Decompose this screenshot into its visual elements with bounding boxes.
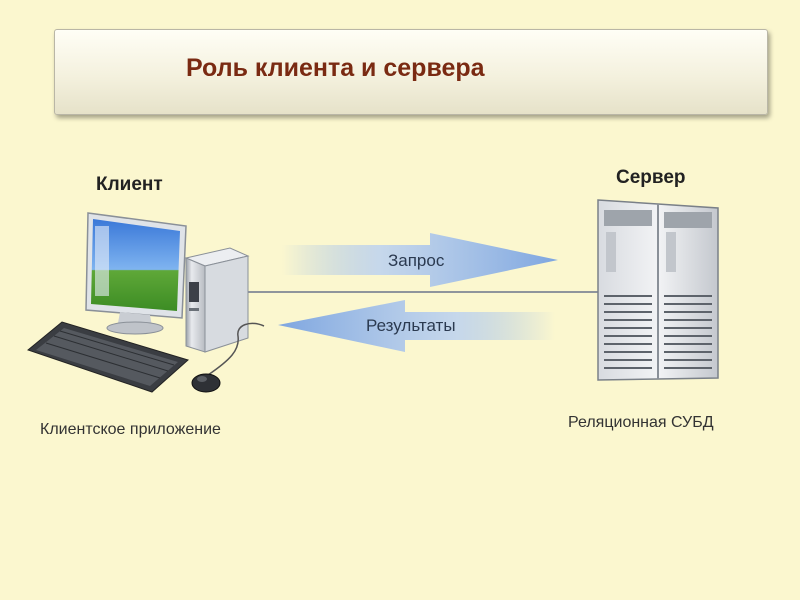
- request-label: Запрос: [388, 251, 444, 271]
- client-heading: Клиент: [96, 174, 163, 196]
- response-label: Результаты: [366, 316, 456, 336]
- server-caption: Реляционная СУБД: [568, 414, 714, 432]
- client-caption: Клиентское приложение: [40, 421, 221, 439]
- server-heading: Сервер: [616, 167, 686, 189]
- keyboard-icon: [28, 322, 188, 392]
- computer-monitor-icon: [86, 213, 186, 334]
- server-rack-icon: [598, 200, 718, 380]
